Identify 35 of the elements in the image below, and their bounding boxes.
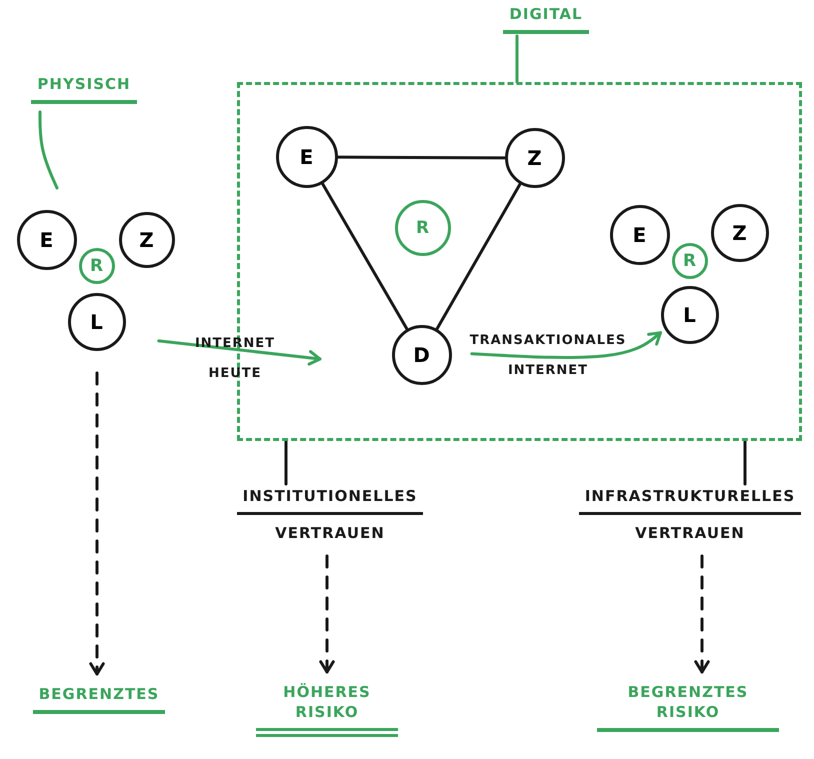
leader-line — [744, 440, 746, 486]
letter-circle: E — [276, 126, 338, 188]
letter-circle: Z — [711, 204, 769, 262]
connector-line — [321, 182, 408, 331]
edge-label: INTERNET HEUTE — [194, 335, 276, 383]
category-heading: DIGITAL — [503, 2, 589, 34]
letter-circle: D — [392, 325, 452, 385]
leader-line — [516, 34, 518, 84]
risk-label: HÖHERES RISIKO — [256, 680, 398, 737]
arrow — [319, 554, 335, 674]
arrow — [157, 339, 322, 366]
trust-label: INSTITUTIONELLES — [236, 484, 424, 515]
connector-line — [435, 182, 522, 330]
leader-line — [284, 440, 288, 486]
trust-label: VERTRAUEN — [634, 523, 746, 544]
letter-circle: R — [672, 243, 708, 279]
arrow — [694, 554, 710, 674]
trust-label: INFRASTRUKTURELLES — [578, 484, 802, 515]
letter-circle: L — [68, 293, 126, 351]
risk-label: BEGRENZTES RISIKO — [597, 680, 779, 732]
edge-label: TRANSAKTIONALES INTERNET — [468, 332, 628, 380]
letter-circle: R — [79, 248, 115, 284]
trust-label: VERTRAUEN — [274, 523, 386, 544]
category-heading: PHYSISCH — [31, 72, 137, 104]
letter-circle: Z — [505, 128, 565, 188]
arrow — [89, 372, 105, 676]
letter-circle: E — [17, 210, 77, 270]
letter-circle: Z — [119, 212, 175, 268]
leader-line — [38, 110, 58, 190]
letter-circle: L — [661, 286, 719, 344]
risk-label: BEGRENZTES — [32, 682, 166, 714]
letter-circle: R — [395, 200, 451, 256]
arrow — [470, 331, 662, 359]
letter-circle: E — [610, 205, 670, 265]
connector-line — [336, 156, 506, 160]
